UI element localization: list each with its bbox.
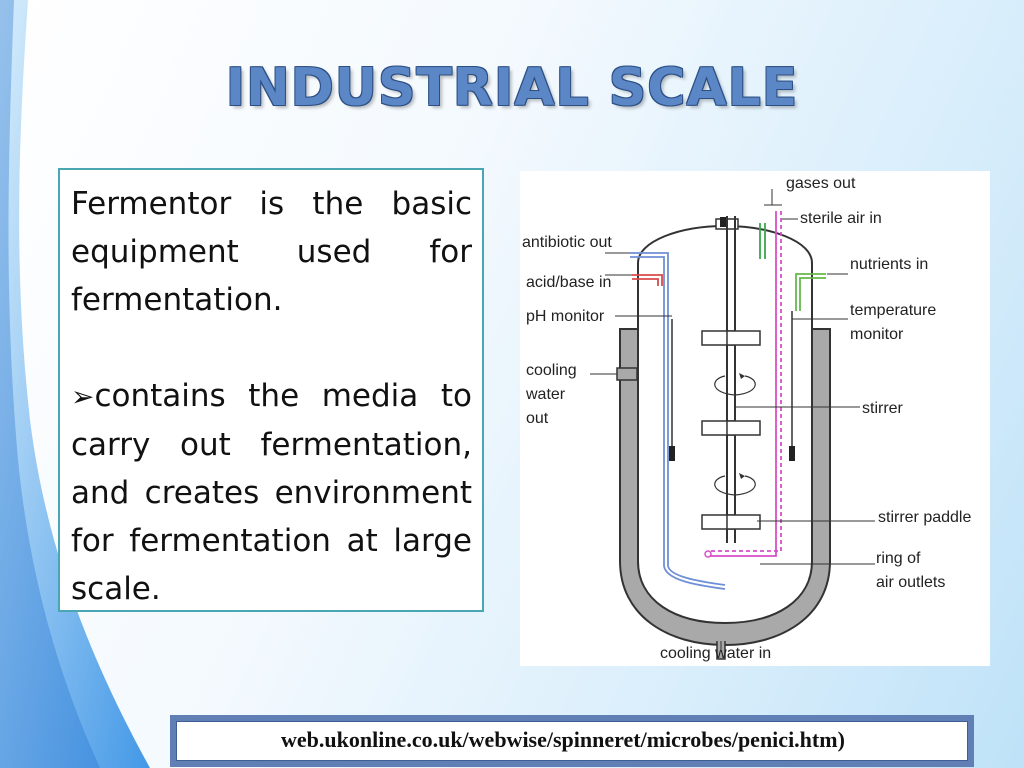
label-gases-out: gases out bbox=[786, 175, 856, 192]
label-cooling-water-out-line3: out bbox=[526, 410, 549, 427]
acid-base-line bbox=[632, 274, 663, 286]
label-temperature-monitor-line2: monitor bbox=[850, 326, 904, 343]
bullet-paragraph: ➢contains the media to carry out ferment… bbox=[71, 372, 472, 613]
label-stirrer: stirrer bbox=[862, 400, 904, 417]
fermentor-diagram: gases out sterile air in antibiotic out … bbox=[520, 171, 990, 666]
label-nutrients-in: nutrients in bbox=[850, 256, 928, 273]
cooling-water-out-pipe bbox=[616, 367, 638, 381]
antibiotic-out-line bbox=[630, 252, 726, 586]
source-citation-box: web.ukonline.co.uk/webwise/spinneret/mic… bbox=[170, 715, 974, 767]
label-acid-base-in: acid/base in bbox=[526, 274, 611, 291]
label-stirrer-paddle: stirrer paddle bbox=[878, 509, 971, 526]
description-box: Fermentor is the basic equipment used fo… bbox=[58, 168, 484, 612]
arrow-bullet-icon: ➢ bbox=[71, 380, 95, 413]
intro-paragraph: Fermentor is the basic equipment used fo… bbox=[71, 186, 472, 318]
rotation-arrow-1 bbox=[714, 375, 756, 396]
label-ring-of-air-outlets: ring of bbox=[876, 550, 921, 567]
source-url: web.ukonline.co.uk/webwise/spinneret/mic… bbox=[176, 721, 968, 761]
label-antibiotic-out: antibiotic out bbox=[522, 234, 612, 251]
label-temperature-monitor: temperature bbox=[850, 302, 936, 319]
label-cooling-water-out-line2: water bbox=[525, 386, 566, 403]
decorative-wave bbox=[0, 0, 150, 768]
bullet-text: contains the media to carry out fermenta… bbox=[71, 378, 472, 607]
label-cooling-water-in: cooling water in bbox=[660, 645, 771, 662]
label-cooling-water-out: cooling bbox=[526, 362, 577, 379]
sterile-air-line bbox=[710, 211, 777, 557]
slide-title: INDUSTRIAL SCALE bbox=[225, 58, 799, 118]
rotation-arrow-2 bbox=[714, 475, 756, 496]
air-outlet-ring bbox=[704, 550, 712, 558]
nutrients-line bbox=[795, 273, 826, 311]
label-ring-of-air-outlets-line2: air outlets bbox=[876, 574, 945, 591]
cooling-water-in-pipe bbox=[716, 641, 726, 660]
label-ph-monitor: pH monitor bbox=[526, 308, 605, 325]
label-sterile-air-in: sterile air in bbox=[800, 210, 882, 227]
